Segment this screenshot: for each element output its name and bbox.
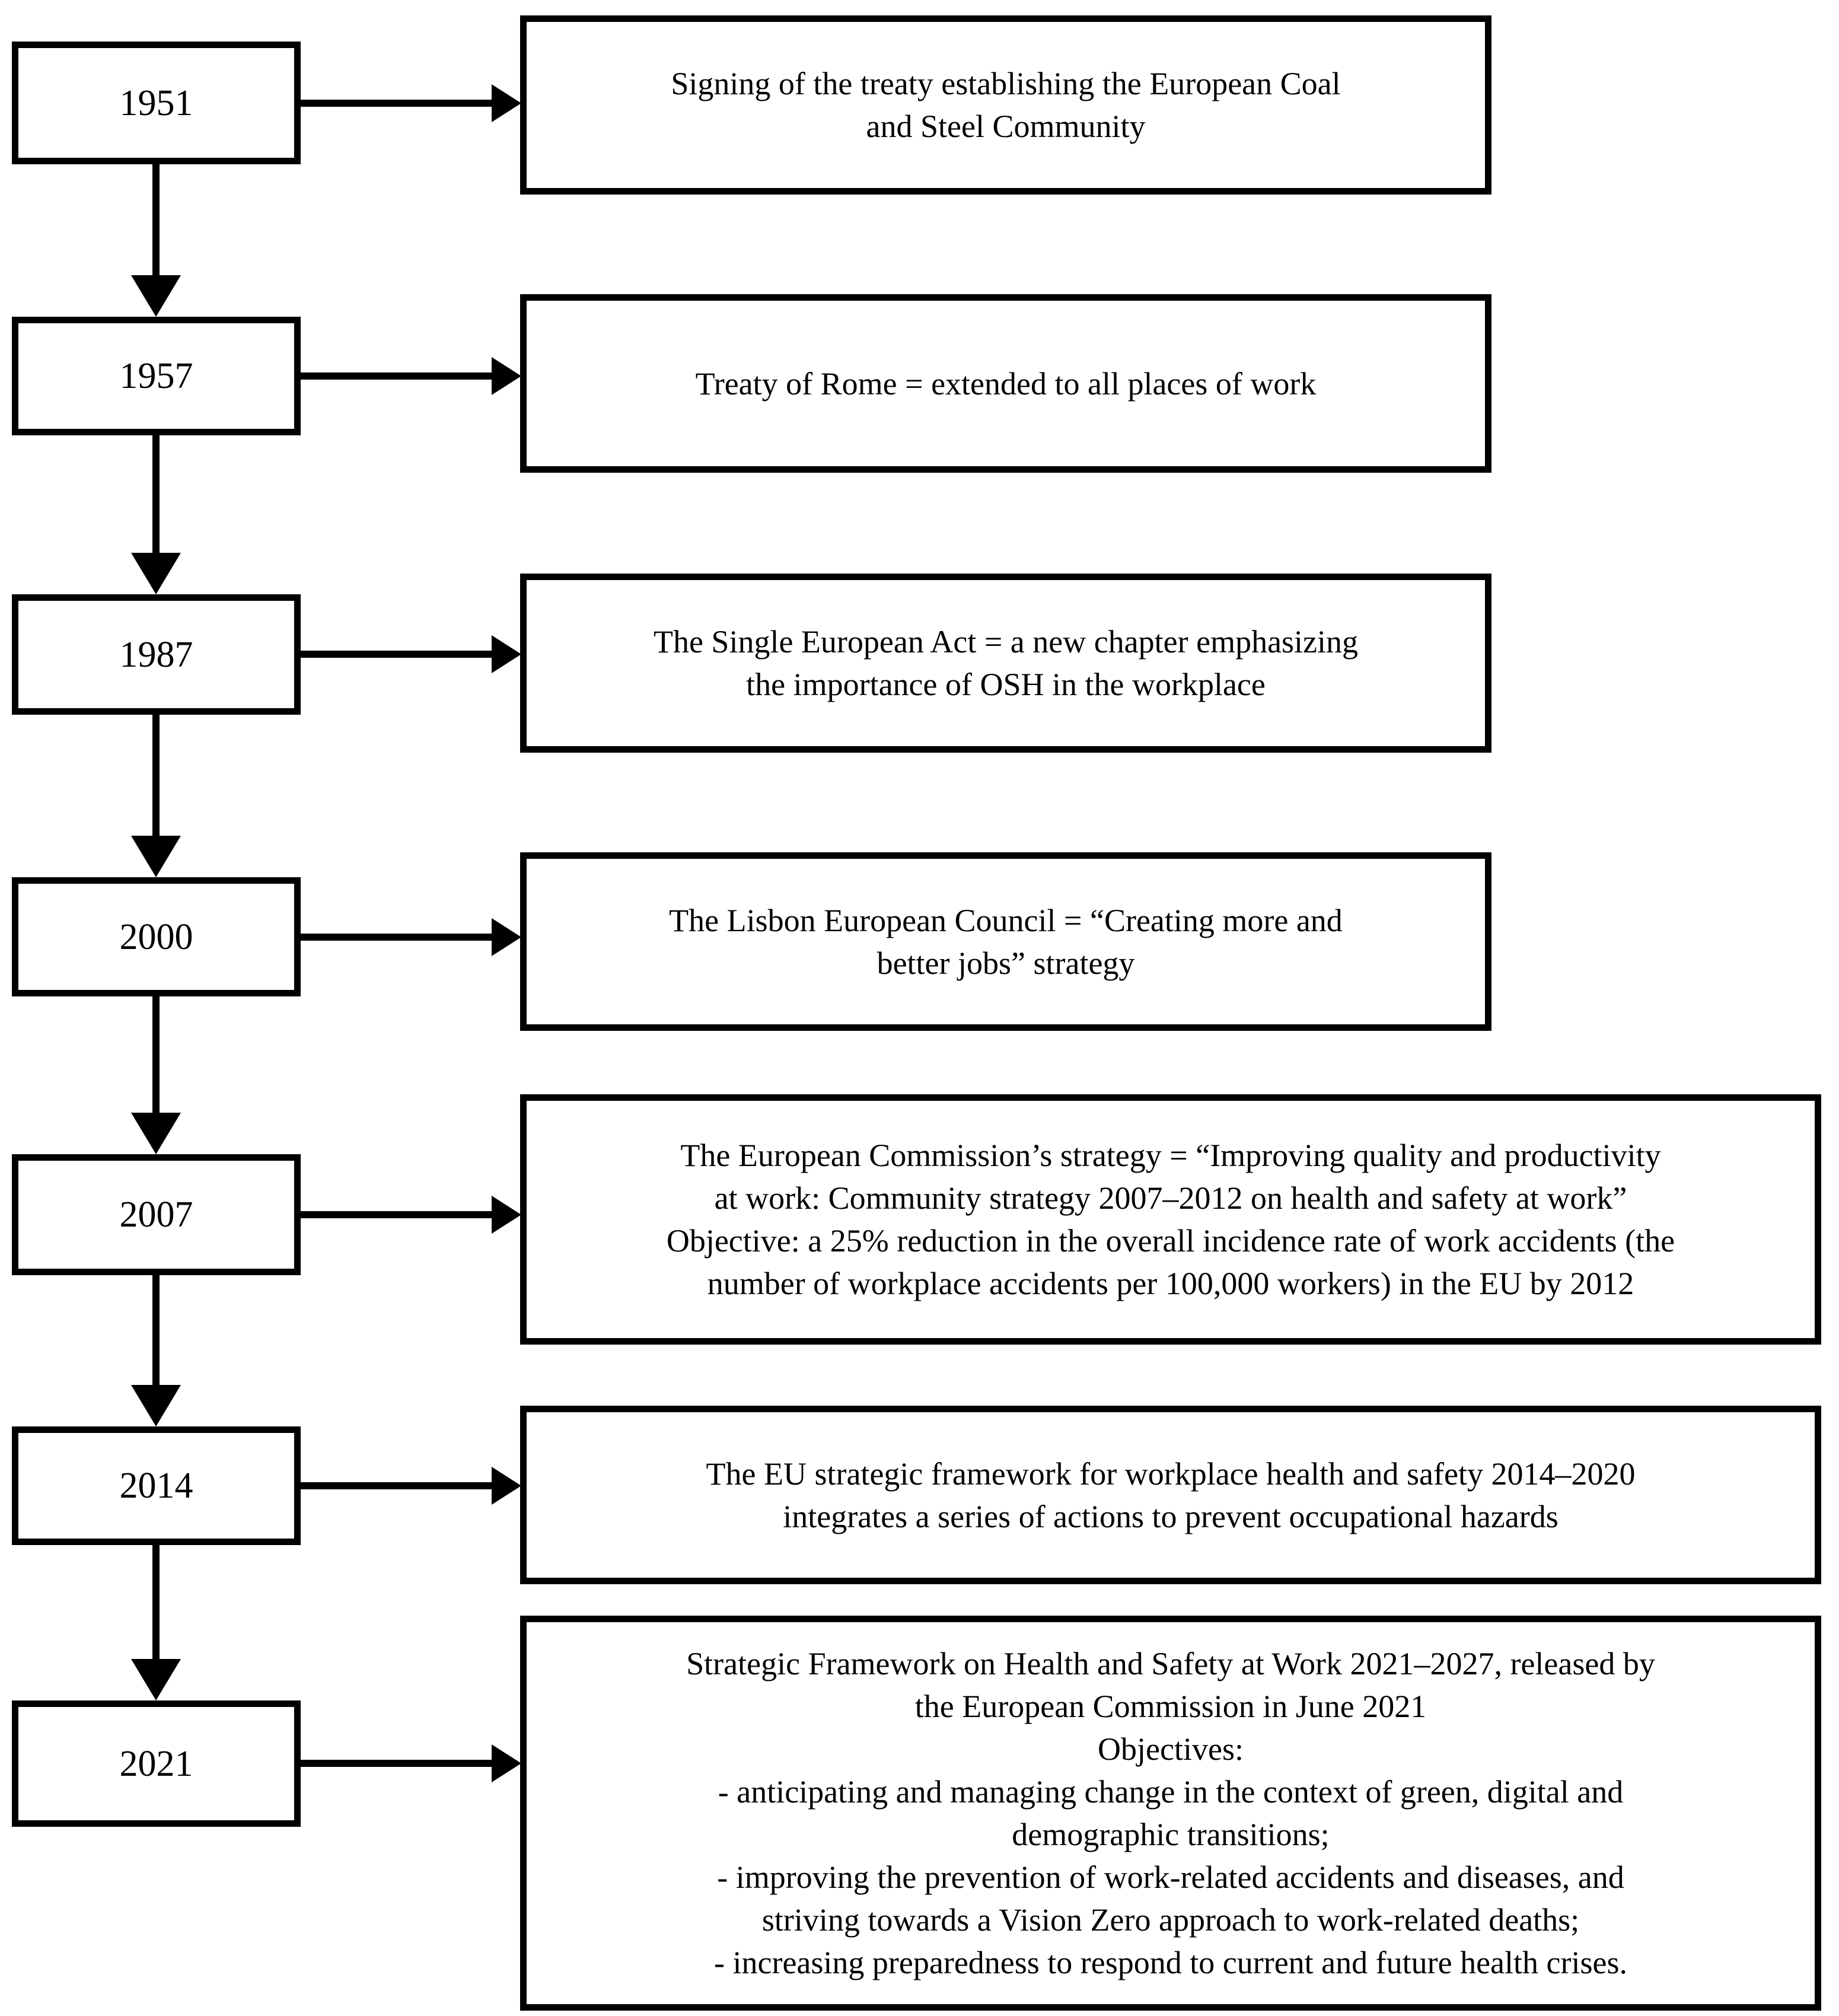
event-text: The European Commission’s strategy = “Im… (666, 1138, 1675, 1301)
arrow-down-shaft (152, 1275, 160, 1385)
year-box-1987: 1987 (12, 594, 301, 715)
year-label: 2000 (119, 916, 193, 957)
arrowhead-right (492, 1467, 521, 1505)
year-box-2000: 2000 (12, 877, 301, 996)
year-box-1957: 1957 (12, 317, 301, 435)
arrow-down-shaft (152, 164, 160, 275)
event-text: Treaty of Rome = extended to all places … (695, 365, 1317, 402)
event-box-1957: Treaty of Rome = extended to all places … (520, 294, 1491, 473)
arrow-down-shaft (152, 996, 160, 1113)
event-box-2007: The European Commission’s strategy = “Im… (520, 1094, 1821, 1345)
arrow-right-shaft (299, 651, 493, 658)
arrow-down-shaft (152, 715, 160, 836)
year-box-2014: 2014 (12, 1426, 301, 1545)
arrowhead-right (492, 918, 521, 956)
year-label: 1987 (119, 634, 193, 675)
arrowhead-right (492, 1196, 521, 1234)
arrowhead-down (131, 1385, 181, 1426)
year-box-1951: 1951 (12, 42, 301, 164)
arrowhead-right (492, 1744, 521, 1782)
arrowhead-right (492, 357, 521, 395)
event-box-1987: The Single European Act = a new chapter … (520, 574, 1491, 753)
arrowhead-down (131, 275, 181, 317)
arrowhead-down (131, 1113, 181, 1154)
arrow-down-shaft (152, 1545, 160, 1659)
event-text: The Single European Act = a new chapter … (653, 624, 1359, 702)
arrow-right-shaft (299, 934, 493, 941)
event-text: Strategic Framework on Health and Safety… (686, 1646, 1655, 1980)
arrow-right-shaft (299, 1211, 493, 1218)
event-text: Signing of the treaty establishing the E… (671, 66, 1341, 144)
year-label: 2007 (119, 1195, 193, 1235)
year-box-2007: 2007 (12, 1154, 301, 1275)
arrow-right-shaft (299, 1482, 493, 1489)
event-box-2014: The EU strategic framework for workplace… (520, 1406, 1821, 1584)
arrow-down-shaft (152, 435, 160, 553)
arrow-right-shaft (299, 1760, 493, 1767)
arrowhead-down (131, 553, 181, 594)
arrowhead-right (492, 84, 521, 122)
arrowhead-down (131, 836, 181, 877)
year-label: 2021 (119, 1743, 193, 1784)
year-label: 1957 (119, 356, 193, 396)
event-text: The EU strategic framework for workplace… (706, 1456, 1636, 1534)
arrowhead-right (492, 635, 521, 673)
arrow-right-shaft (299, 372, 493, 380)
arrowhead-down (131, 1659, 181, 1700)
year-label: 2014 (119, 1466, 193, 1506)
event-box-2021: Strategic Framework on Health and Safety… (520, 1616, 1821, 2011)
event-box-1951: Signing of the treaty establishing the E… (520, 15, 1491, 195)
year-box-2021: 2021 (12, 1700, 301, 1827)
year-label: 1951 (119, 82, 193, 123)
arrow-right-shaft (299, 100, 493, 107)
event-box-2000: The Lisbon European Council = “Creating … (520, 852, 1491, 1031)
event-text: The Lisbon European Council = “Creating … (669, 902, 1343, 981)
